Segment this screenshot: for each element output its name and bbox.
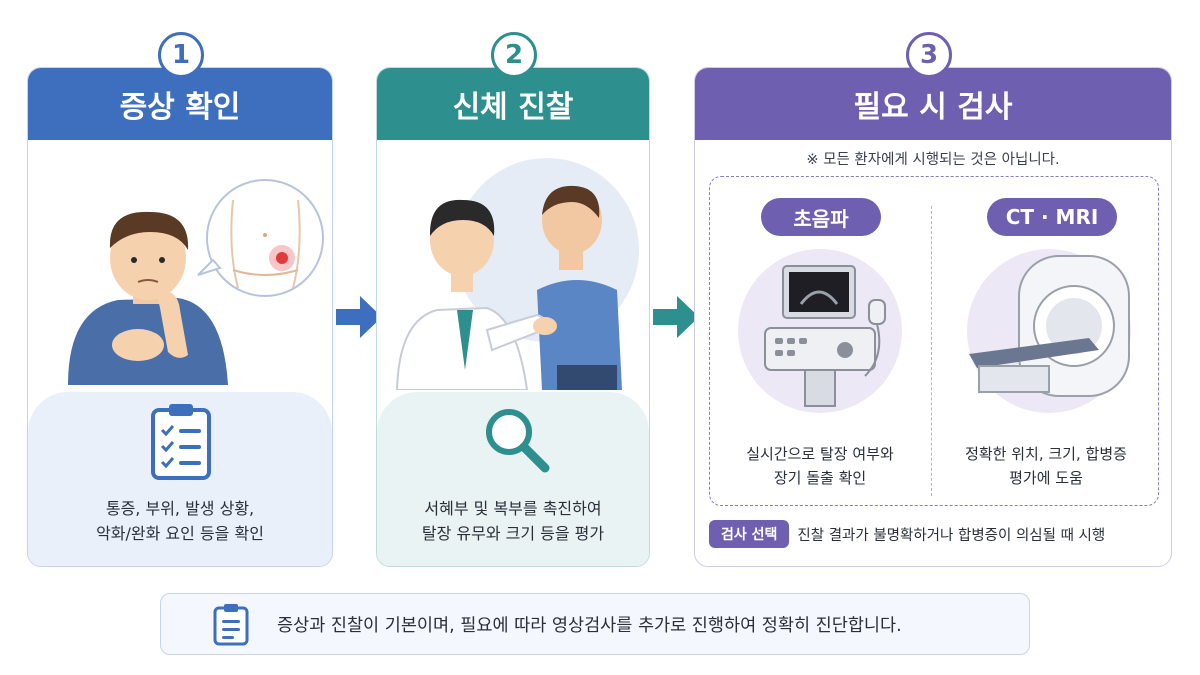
clipboard-icon bbox=[213, 604, 249, 646]
step-2-desc-line2: 탈장 유무와 크기 등을 평가 bbox=[421, 524, 605, 543]
test-ct-mri-label: CT · MRI bbox=[987, 198, 1117, 236]
doctor-examining-illustration bbox=[395, 158, 639, 390]
ultrasound-machine-icon bbox=[738, 249, 902, 413]
step-2-number: 2 bbox=[491, 32, 537, 78]
selection-badge: 검사 선택 bbox=[709, 520, 790, 548]
step-2-title: 신체 진찰 bbox=[377, 68, 649, 140]
step-1-desc-line1: 통증, 부위, 발생 상황, bbox=[105, 499, 255, 518]
test-ct-mri-desc-line1: 정확한 위치, 크기, 합병증 bbox=[965, 445, 1127, 463]
step-1-desc-line2: 악화/완화 요인 등을 확인 bbox=[96, 524, 264, 543]
step-3-number: 3 bbox=[906, 32, 952, 78]
summary-box: 증상과 진찰이 기본이며, 필요에 따라 영상검사를 추가로 진행하여 정확히 … bbox=[160, 593, 1030, 655]
step-3-note: ※ 모든 환자에게 시행되는 것은 아닙니다. bbox=[806, 152, 1060, 168]
step-2-card: 신체 진찰 서혜부 및 복부를 촉진하여 탈장 유무와 크기 등을 평가 bbox=[376, 67, 650, 567]
step-3-card: 필요 시 검사 ※ 모든 환자에게 시행되는 것은 아닙니다. 초음파 실시간으… bbox=[694, 67, 1172, 567]
ct-scanner-icon bbox=[967, 249, 1131, 413]
test-ultrasound-desc-line2: 장기 돌출 확인 bbox=[773, 469, 867, 487]
step-2-desc-line1: 서혜부 및 복부를 촉진하여 bbox=[424, 499, 602, 518]
step-3-title: 필요 시 검사 bbox=[695, 68, 1171, 140]
step-1-title: 증상 확인 bbox=[28, 68, 332, 140]
step-1-card: 증상 확인 bbox=[27, 67, 333, 567]
magnifier-icon bbox=[486, 409, 550, 473]
clipboard-checklist-icon bbox=[151, 404, 211, 480]
test-ultrasound-desc-line1: 실시간으로 탈장 여부와 bbox=[746, 445, 894, 463]
arrow-right-icon bbox=[336, 296, 382, 338]
summary-text: 증상과 진찰이 기본이며, 필요에 따라 영상검사를 추가로 진행하여 정확히 … bbox=[277, 615, 902, 636]
tests-box bbox=[709, 176, 1159, 506]
patient-thinking-illustration bbox=[68, 179, 324, 385]
arrow-right-icon bbox=[653, 296, 699, 338]
selection-text: 진찰 결과가 불명확하거나 합병증이 의심될 때 시행 bbox=[797, 527, 1106, 544]
test-ultrasound-label: 초음파 bbox=[761, 198, 881, 236]
test-ct-mri-desc-line2: 평가에 도움 bbox=[1009, 469, 1083, 487]
step-1-number: 1 bbox=[158, 32, 204, 78]
